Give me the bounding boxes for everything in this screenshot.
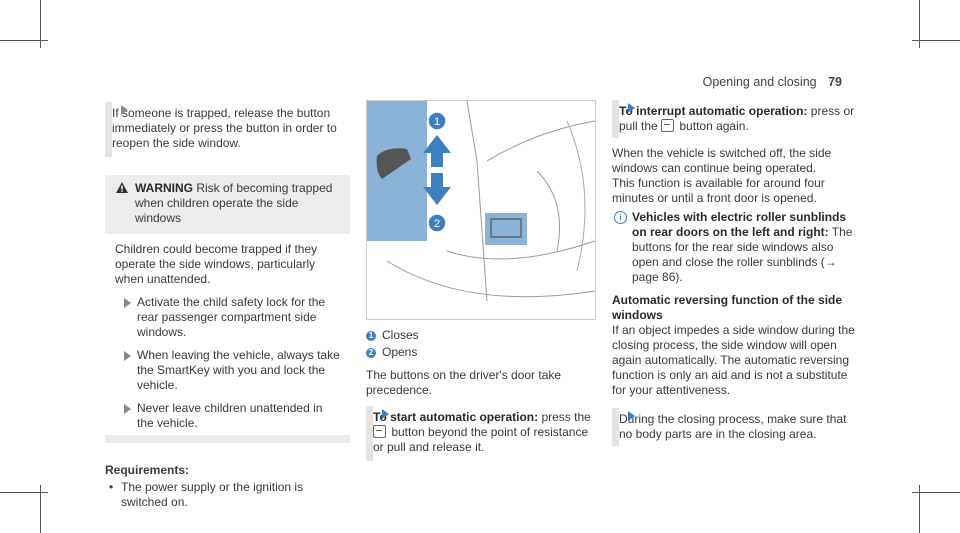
paragraph: When the vehicle is switched off, the si… [612, 146, 832, 175]
step-arrow-icon [628, 103, 635, 113]
step-arrow-icon [121, 105, 128, 115]
section-title: Opening and closing [702, 75, 817, 89]
paragraph: This function is available for around fo… [612, 176, 825, 205]
step-arrow-icon [628, 411, 635, 421]
page-header: Opening and closing 79 [703, 75, 842, 89]
window-switch-icon [661, 119, 675, 132]
paragraph: If an object impedes a side window durin… [612, 323, 855, 397]
requirements-title: Requirements: [105, 463, 190, 477]
column-3: To interrupt automatic operation: press … [612, 100, 857, 446]
step-arrow-icon [124, 351, 131, 361]
section-heading: Automatic reversing function of the side… [612, 293, 843, 322]
crop-mark [919, 485, 920, 533]
crop-mark [919, 0, 920, 48]
instruction-step: To interrupt automatic operation: press … [612, 100, 857, 138]
svg-text:2: 2 [434, 218, 440, 230]
crop-mark [912, 492, 960, 493]
warning-step: When leaving the vehicle, always take th… [115, 348, 342, 393]
step-arrow-icon [124, 404, 131, 414]
step-arrow-icon [382, 409, 389, 419]
requirement-item: • The power supply or the ignition is sw… [109, 480, 304, 509]
info-note: i Vehicles with electric roller sunblind… [612, 210, 857, 285]
crop-mark [40, 0, 41, 48]
bullet-icon: • [109, 480, 114, 494]
door-window-switch-illustration: 1 2 [366, 100, 596, 320]
warning-triangle-icon [115, 181, 135, 226]
svg-text:1: 1 [434, 116, 440, 128]
info-icon: i [614, 211, 627, 224]
page-number: 79 [828, 75, 842, 89]
crop-mark [0, 40, 48, 41]
warning-step: Activate the child safety lock for the r… [115, 295, 342, 340]
paragraph: The buttons on the driver's door take pr… [366, 368, 562, 397]
crop-mark [0, 492, 48, 493]
column-1: If someone is trapped, release the butto… [105, 102, 350, 510]
instruction-step: During the closing process, make sure th… [612, 408, 857, 446]
instruction-step: To start automatic operation: press the … [366, 406, 594, 461]
warning-step: Never leave children unattended in the v… [115, 401, 342, 431]
step-arrow-icon [124, 298, 131, 308]
instruction-step: If someone is trapped, release the butto… [105, 102, 350, 157]
warning-text: Children could become trapped if they op… [115, 242, 318, 286]
window-switch-icon [373, 425, 386, 438]
warning-label: WARNING [135, 181, 193, 195]
crop-mark [40, 485, 41, 533]
warning-title: Risk of becoming trapped when children o… [135, 181, 333, 225]
crop-mark [912, 40, 960, 41]
warning-box: WARNING Risk of becoming trapped when ch… [105, 175, 350, 443]
